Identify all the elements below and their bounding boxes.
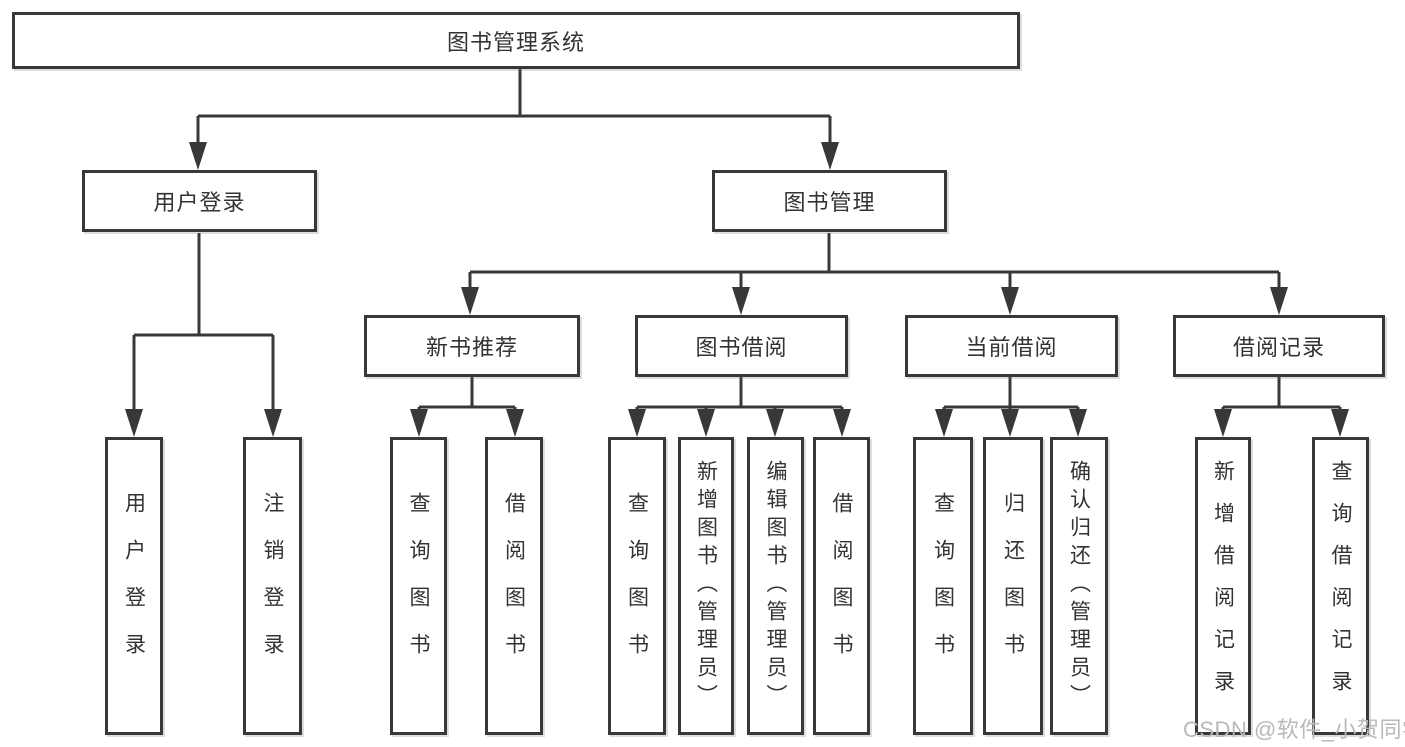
node-label: 借阅图书	[502, 492, 526, 680]
leaf-borrow-books: 借阅图书	[485, 437, 543, 735]
node-new-book-recommend: 新书推荐	[364, 315, 580, 377]
node-root-system: 图书管理系统	[12, 12, 1020, 69]
leaf-add-books-admin: 新增图书（管理员）	[678, 437, 734, 735]
node-label: 当前借阅	[965, 335, 1058, 360]
node-label: 图书管理系统	[446, 29, 585, 55]
node-user-login: 用户登录	[82, 170, 317, 232]
node-book-management: 图书管理	[712, 170, 947, 232]
node-label: 图书借阅	[695, 335, 788, 360]
node-label: 确认归还（管理员）	[1067, 460, 1091, 712]
node-label: 编辑图书（管理员）	[764, 460, 787, 712]
node-label: 图书管理	[783, 190, 876, 215]
leaf-query-books: 查询图书	[390, 437, 447, 735]
arrowhead-icons	[125, 142, 1349, 437]
node-label: 用户登录	[153, 190, 246, 215]
leaf-confirm-return-admin: 确认归还（管理员）	[1050, 437, 1108, 735]
node-label: 注销登录	[261, 492, 284, 680]
leaf-add-borrow-record: 新增借阅记录	[1195, 437, 1251, 735]
node-label: 归还图书	[1001, 492, 1025, 680]
node-label: 查询图书	[931, 492, 955, 680]
leaf-query-borrow-record: 查询借阅记录	[1312, 437, 1369, 735]
leaf-logout: 注销登录	[243, 437, 302, 735]
node-label: 借阅记录	[1232, 335, 1325, 360]
node-label: 新增图书（管理员）	[694, 460, 718, 712]
node-label: 查询图书	[407, 492, 430, 680]
node-current-borrowing: 当前借阅	[905, 315, 1118, 377]
node-label: 查询借阅记录	[1329, 460, 1352, 712]
csdn-watermark: CSDN @软件_小贺同学	[1183, 717, 1405, 742]
leaf-edit-books-admin: 编辑图书（管理员）	[747, 437, 804, 735]
node-label: 新增借阅记录	[1211, 460, 1235, 712]
node-book-borrowing: 图书借阅	[635, 315, 848, 377]
leaf-return-books: 归还图书	[983, 437, 1043, 735]
node-label: 用户登录	[122, 492, 146, 680]
node-label: 借阅图书	[830, 492, 853, 680]
leaf-query-books: 查询图书	[608, 437, 666, 735]
node-borrowing-records: 借阅记录	[1173, 315, 1385, 377]
node-label: 查询图书	[625, 492, 649, 680]
leaf-user-login: 用户登录	[105, 437, 163, 735]
leaf-query-books: 查询图书	[913, 437, 973, 735]
node-label: 新书推荐	[425, 335, 518, 360]
leaf-borrow-books: 借阅图书	[813, 437, 870, 735]
